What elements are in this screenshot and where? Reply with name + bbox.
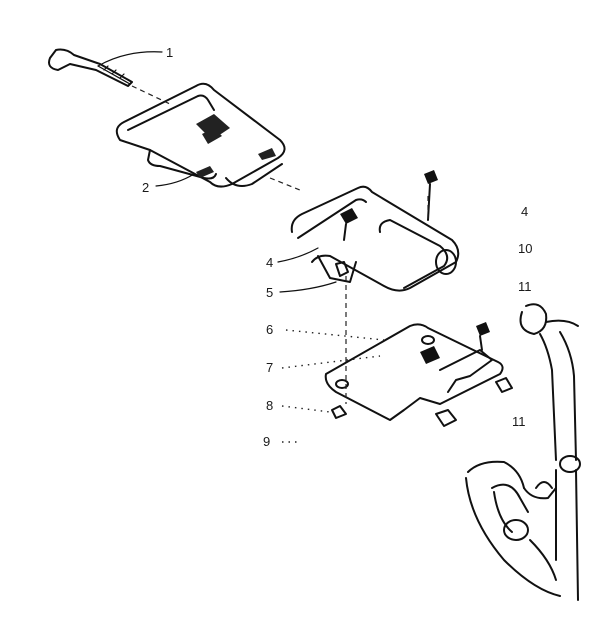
callout-9: 9 xyxy=(263,434,270,449)
part-4-valve-body xyxy=(290,170,460,292)
callout-10: 10 xyxy=(518,241,532,256)
callout-2: 2 xyxy=(142,180,149,195)
callout-leaders xyxy=(97,51,385,443)
callout-1: 1 xyxy=(166,45,173,60)
part-6-mounting-plate xyxy=(324,322,513,427)
callout-4: 4 xyxy=(266,255,273,270)
part-11-tubing xyxy=(465,303,581,601)
callout-4-right: 4 xyxy=(521,204,528,219)
part-2-knob-housing xyxy=(115,82,301,191)
callout-11-bottom: 11 xyxy=(512,414,526,429)
part-1-handle xyxy=(48,48,171,105)
callout-5: 5 xyxy=(266,285,273,300)
callout-11-top: 11 xyxy=(518,279,532,294)
callout-labels: 1 2 4 5 6 7 8 9 4 10 11 11 xyxy=(142,45,532,449)
callout-8: 8 xyxy=(266,398,273,413)
callout-7: 7 xyxy=(266,360,273,375)
callout-6: 6 xyxy=(266,322,273,337)
